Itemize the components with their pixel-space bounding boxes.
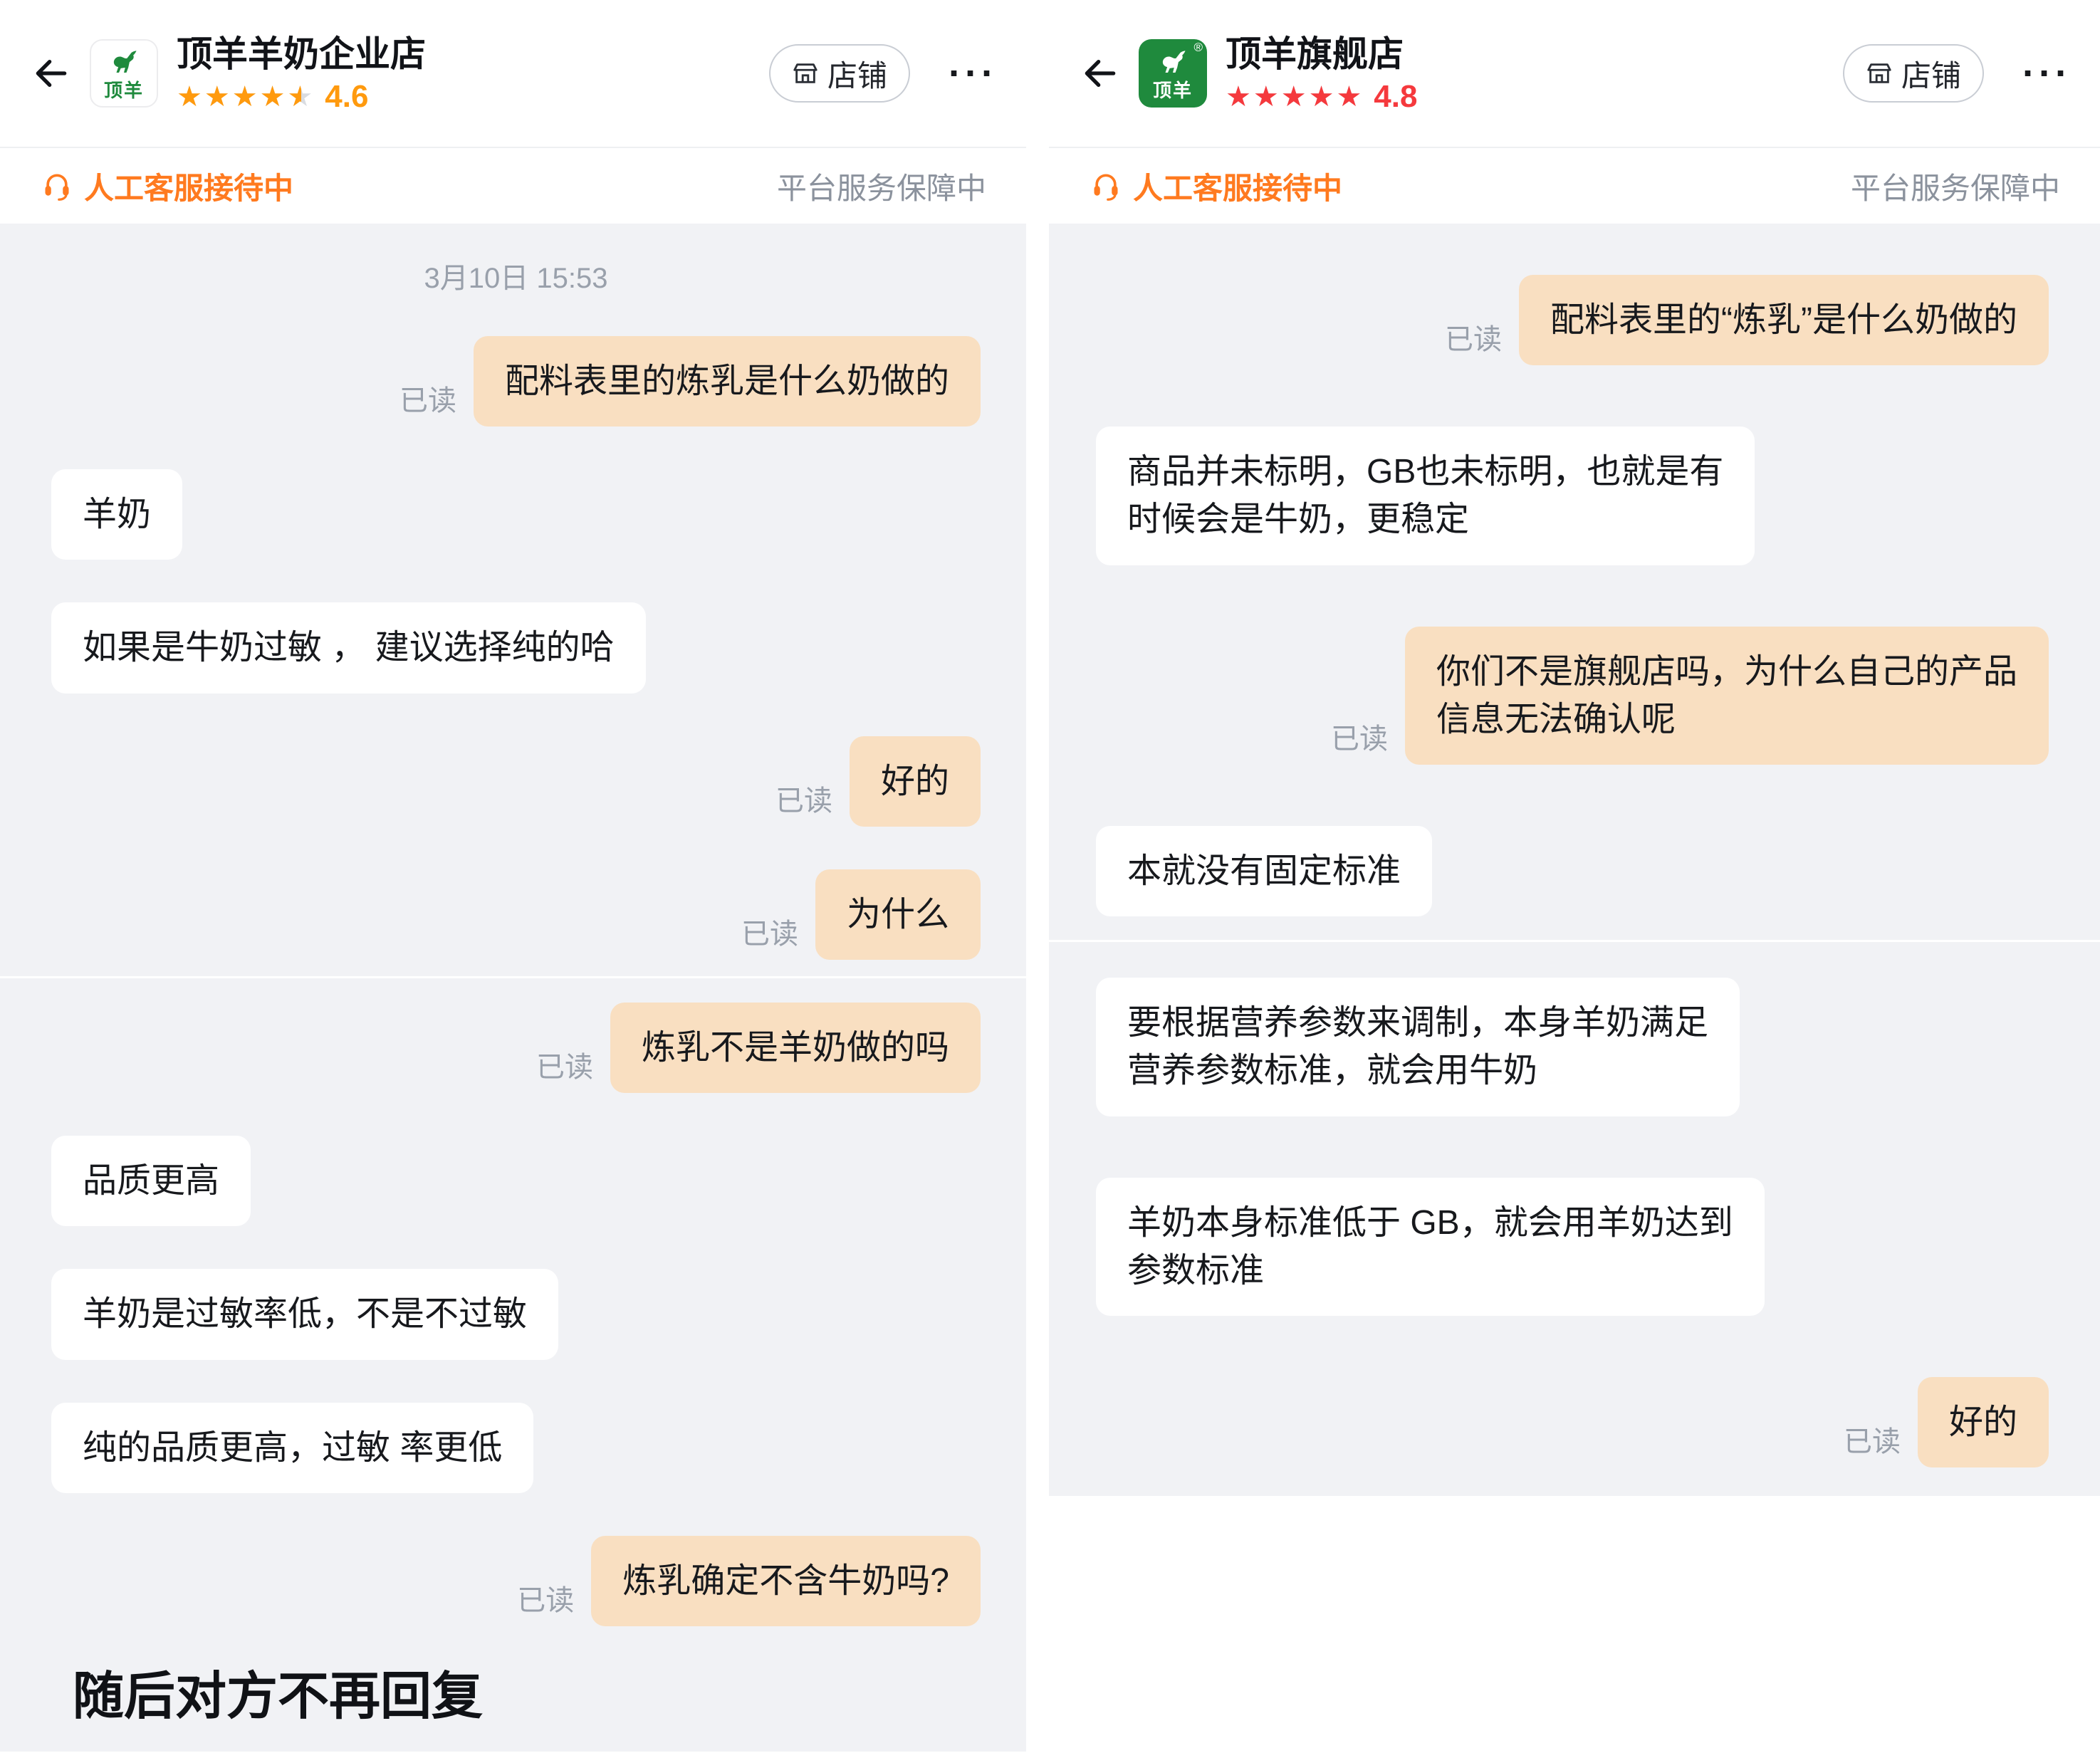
logo-text: 顶羊 (1152, 79, 1193, 101)
section-divider (1049, 940, 2100, 942)
footer-note: 随后对方不再回复 (73, 1668, 484, 1725)
message-row: 纯的品质更高，过敏 率更低 (51, 1402, 981, 1493)
service-banner: 人工客服接待中 平台服务保障中 (0, 148, 1026, 224)
back-arrow-icon (36, 60, 67, 87)
goat-logo-icon (1162, 50, 1186, 73)
user-message-bubble[interactable]: 炼乳不是羊奶做的吗 (610, 1002, 981, 1094)
message-row: 已读 配料表里的“炼乳”是什么奶做的 (1096, 275, 2049, 366)
service-banner: 人工客服接待中 平台服务保障中 (1049, 148, 2100, 224)
shop-button-label: 店铺 (827, 58, 888, 93)
user-message-bubble[interactable]: 配料表里的炼乳是什么奶做的 (473, 336, 981, 427)
chat-area: 3月10日 15:53 已读 配料表里的炼乳是什么奶做的 羊奶 如果是牛奶过敏 … (0, 224, 1026, 1752)
rating-value: 4.8 (1374, 78, 1418, 114)
shop-button-label: 店铺 (1901, 58, 1962, 93)
read-receipt: 已读 (741, 918, 798, 950)
message-row: 已读 为什么 (51, 869, 981, 960)
timestamp: 3月10日 15:53 (424, 263, 608, 294)
rating-value: 4.6 (325, 78, 369, 114)
headset-icon (45, 174, 69, 201)
more-menu-button[interactable]: ··· (949, 52, 998, 95)
more-menu-button[interactable]: ··· (2022, 52, 2072, 95)
user-message-bubble[interactable]: 配料表里的“炼乳”是什么奶做的 (1519, 275, 2049, 366)
stars-background: ★★★★★ (177, 80, 315, 112)
store-message-bubble[interactable]: 本就没有固定标准 (1096, 825, 1433, 917)
message-row: 羊奶是过敏率低，不是不过敏 (51, 1269, 981, 1360)
message-row: 羊奶 (51, 469, 981, 560)
section-divider (0, 976, 1026, 978)
store-message-bubble[interactable]: 羊奶 (51, 469, 183, 560)
message-row: 羊奶本身标准低于 GB，就会用羊奶达到 参数标准 (1096, 1177, 2049, 1316)
message-row: 已读 炼乳确定不含牛奶吗? (51, 1535, 981, 1626)
store-avatar[interactable]: 顶羊 (90, 39, 158, 108)
shop-icon (793, 63, 817, 83)
read-receipt: 已读 (1330, 723, 1388, 755)
store-message-bubble[interactable]: 商品并未标明，GB也未标明，也就是有 时候会是牛奶，更稳定 (1096, 427, 1755, 565)
read-receipt: 已读 (536, 1052, 593, 1084)
stars-background: ★★★★★ (1226, 80, 1364, 112)
store-title: 顶羊旗舰店 (1226, 33, 1404, 74)
rating-stars: ★★★★★ ★★★★★ (177, 83, 315, 111)
back-button[interactable] (31, 53, 71, 93)
rating-row: ★★★★★ ★★★★★ 4.6 (177, 78, 426, 114)
message-row: 要根据营养参数来调制，本身羊奶满足 营养参数标准，就会用牛奶 (1096, 978, 2049, 1116)
user-message-bubble[interactable]: 好的 (849, 736, 981, 827)
store-title-block: 顶羊羊奶企业店 ★★★★★ ★★★★★ 4.6 (177, 33, 426, 114)
chat-header: ® 顶羊 顶羊旗舰店 ★★★★★ ★★★★★ 4.8 店铺 ··· (1049, 0, 2100, 148)
rating-row: ★★★★★ ★★★★★ 4.8 (1226, 78, 1418, 114)
shop-icon (1867, 63, 1891, 83)
platform-guarantee-label: 平台服务保障中 (1850, 171, 2060, 205)
store-title: 顶羊羊奶企业店 (177, 33, 426, 74)
service-status-label: 人工客服接待中 (84, 171, 294, 205)
service-status[interactable]: 人工客服接待中 (1090, 164, 1342, 208)
message-row: 已读 炼乳不是羊奶做的吗 (51, 1002, 981, 1094)
shop-button[interactable]: 店铺 (1843, 44, 1985, 103)
user-message-bubble[interactable]: 为什么 (815, 869, 981, 960)
platform-guarantee-label: 平台服务保障中 (776, 171, 986, 205)
store-title-block: 顶羊旗舰店 ★★★★★ ★★★★★ 4.8 (1226, 33, 1418, 114)
user-message-bubble[interactable]: 炼乳确定不含牛奶吗? (591, 1535, 981, 1626)
service-status[interactable]: 人工客服接待中 (41, 164, 293, 208)
user-message-bubble[interactable]: 好的 (1917, 1376, 2049, 1468)
shop-button[interactable]: 店铺 (769, 44, 911, 103)
headset-icon (1094, 174, 1118, 201)
store-message-bubble[interactable]: 羊奶是过敏率低，不是不过敏 (51, 1269, 559, 1360)
message-row: 本就没有固定标准 (1096, 825, 2049, 917)
message-row: 已读 你们不是旗舰店吗，为什么自己的产品 信息无法确认呢 (1096, 626, 2049, 765)
store-avatar[interactable]: ® 顶羊 (1139, 39, 1207, 108)
message-row: 已读 好的 (1096, 1376, 2049, 1468)
message-row: 品质更高 (51, 1136, 981, 1227)
message-row: 已读 好的 (51, 736, 981, 827)
read-receipt: 已读 (399, 385, 456, 417)
back-button[interactable] (1080, 53, 1120, 93)
user-message-bubble[interactable]: 你们不是旗舰店吗，为什么自己的产品 信息无法确认呢 (1404, 626, 2049, 765)
back-arrow-icon (1085, 60, 1116, 87)
store-message-bubble[interactable]: 纯的品质更高，过敏 率更低 (51, 1402, 534, 1493)
message-row: 已读 配料表里的炼乳是什么奶做的 (51, 336, 981, 427)
read-receipt: 已读 (775, 785, 832, 817)
message-row: 如果是牛奶过敏 ， 建议选择纯的哈 (51, 602, 981, 694)
message-row: 商品并未标明，GB也未标明，也就是有 时候会是牛奶，更稳定 (1096, 427, 2049, 565)
service-status-label: 人工客服接待中 (1133, 171, 1343, 205)
store-message-bubble[interactable]: 品质更高 (51, 1136, 251, 1227)
rating-stars: ★★★★★ ★★★★★ (1226, 83, 1364, 111)
chat-window-right: ® 顶羊 顶羊旗舰店 ★★★★★ ★★★★★ 4.8 店铺 ··· 人工客服接待… (1049, 0, 2100, 1753)
store-message-bubble[interactable]: 如果是牛奶过敏 ， 建议选择纯的哈 (51, 602, 646, 694)
read-receipt: 已读 (517, 1584, 575, 1616)
chat-header: 顶羊 顶羊羊奶企业店 ★★★★★ ★★★★★ 4.6 店铺 ··· (0, 0, 1026, 148)
read-receipt: 已读 (1843, 1426, 1901, 1458)
logo-text: 顶羊 (103, 79, 144, 101)
goat-logo-icon (113, 50, 137, 73)
store-message-bubble[interactable]: 要根据营养参数来调制，本身羊奶满足 营养参数标准，就会用牛奶 (1096, 978, 1740, 1116)
chat-area: 已读 配料表里的“炼乳”是什么奶做的 商品并未标明，GB也未标明，也就是有 时候… (1049, 224, 2100, 1496)
chat-window-left: 顶羊 顶羊羊奶企业店 ★★★★★ ★★★★★ 4.6 店铺 ··· 人工客服接待… (0, 0, 1026, 1753)
store-message-bubble[interactable]: 羊奶本身标准低于 GB，就会用羊奶达到 参数标准 (1096, 1177, 1765, 1316)
read-receipt: 已读 (1445, 324, 1503, 356)
registered-mark: ® (1193, 41, 1203, 54)
stars-fill: ★★★★★ (1226, 82, 1364, 111)
stars-fill: ★★★★★ (177, 82, 301, 111)
